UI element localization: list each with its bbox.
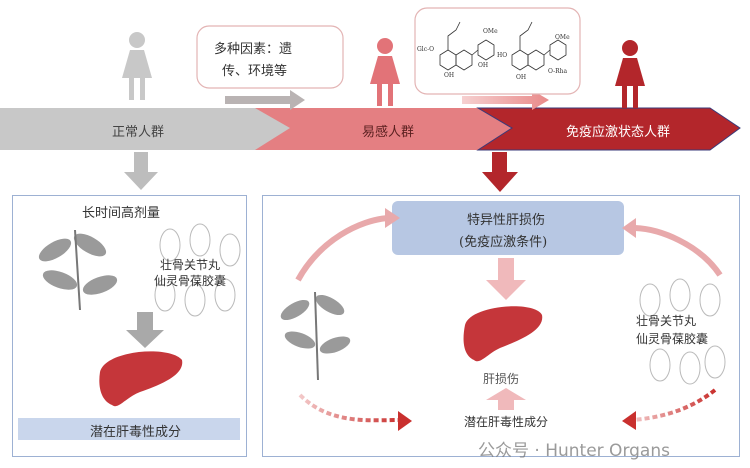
chem-label: OH — [478, 62, 489, 69]
watermark: 公众号 · Hunter Organs — [478, 441, 670, 461]
factor-box — [196, 25, 344, 89]
person-immune-icon — [615, 40, 645, 108]
stage-label-normal: 正常人群 — [112, 125, 165, 140]
arrow-down-gray — [124, 152, 158, 190]
arrow-down-red — [482, 152, 518, 192]
herb-leaves-icon — [38, 229, 118, 311]
drug-label-2: 仙灵骨葆胶囊 — [154, 274, 227, 288]
liver-injury-label: 肝损伤 — [483, 372, 520, 386]
factor-text-2: 传、环境等 — [222, 64, 288, 79]
capsule-cells-icon — [154, 223, 241, 317]
component-label-left: 潜在肝毒性成分 — [90, 425, 182, 440]
specific-injury-box — [392, 201, 624, 255]
liver-icon-left — [99, 351, 183, 407]
curved-arrow-right-top — [631, 225, 723, 277]
arrowhead — [398, 411, 412, 431]
curved-arrow-left-top — [295, 215, 389, 282]
person-susceptible-icon — [370, 38, 400, 106]
chem-label: HO — [497, 52, 508, 59]
arrow-gray-small — [225, 90, 305, 110]
arrowhead — [385, 208, 400, 228]
left-panel — [12, 195, 247, 457]
stage-arrow-susceptible — [255, 108, 540, 150]
dashed-arrow-left — [298, 393, 401, 423]
stage-label-susceptible: 易感人群 — [362, 125, 415, 140]
dose-label: 长时间高剂量 — [82, 206, 161, 221]
component-label-right: 潜在肝毒性成分 — [464, 415, 549, 429]
arrowhead — [622, 218, 636, 238]
arrow-up-pink — [486, 388, 526, 410]
chem-label: OH — [444, 72, 455, 79]
capsule-cells-icon-right — [639, 278, 726, 385]
stage-arrow-immune — [476, 107, 741, 151]
liver-icon-right — [463, 306, 543, 362]
right-panel — [262, 195, 740, 457]
drug-label-right-1: 壮骨关节丸 — [636, 314, 697, 328]
drug-label-right-2: 仙灵骨葆胶囊 — [636, 332, 709, 346]
arrowhead — [622, 411, 636, 430]
chem-label: O-Rha — [548, 68, 568, 75]
stage-label-immune: 免疫应激状态人群 — [566, 125, 671, 140]
stage-arrow-normal — [0, 108, 300, 150]
component-band-left — [18, 418, 240, 440]
arrow-pink-small — [462, 90, 549, 110]
arrow-down-pink — [486, 258, 526, 300]
drug-label-1: 壮骨关节丸 — [160, 258, 221, 272]
specific-injury-subtitle: (免疫应激条件) — [459, 235, 548, 250]
herb-leaves-icon-right — [280, 291, 351, 381]
chem-label: OMe — [483, 28, 498, 35]
chem-structure-icon — [439, 21, 567, 71]
chem-label: OH — [516, 74, 527, 81]
factor-text-1: 多种因素：遗 — [214, 42, 293, 57]
arrow-down-gray-left — [126, 312, 164, 348]
chem-label: OMe — [555, 34, 570, 41]
specific-injury-title: 特异性肝损伤 — [467, 213, 546, 228]
dashed-arrow-right — [631, 388, 717, 422]
chem-label: Glc-O — [417, 46, 435, 53]
chem-structure-box — [414, 7, 581, 95]
person-normal-icon — [122, 32, 152, 100]
